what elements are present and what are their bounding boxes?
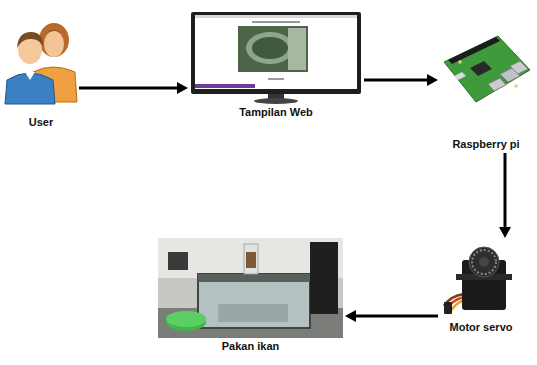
arrow-head [345,310,356,322]
picture-spacer [481,240,482,321]
flow-arrow [499,153,511,238]
arrow-line [79,87,179,90]
node-label: Raspberry pi [452,138,519,151]
web-monitor [190,10,362,105]
node-label: User [29,116,53,129]
picture-node: Pakan ikan [158,238,343,353]
arrow-line [364,79,429,82]
picture-node: Tampilan Web [190,10,362,119]
picture-spacer [250,238,251,340]
picture-node: Raspberry pi [440,28,532,151]
picture-spacer [276,10,277,106]
arrow-head [427,74,438,86]
arrow-head [499,227,511,238]
node-label: Motor servo [450,321,513,334]
user-icon [5,10,77,105]
picture-node: Motor servo [440,240,522,334]
servo-motor [440,240,522,320]
node-label: Pakan ikan [222,340,279,353]
flow-arrow [345,310,438,322]
arrow-line [504,153,507,229]
picture-node: User [5,10,77,129]
arrow-line [354,315,438,318]
flow-arrow [79,82,188,94]
picture-spacer [486,28,487,138]
flow-arrow [364,74,438,86]
node-label: Tampilan Web [239,106,313,119]
arrow-head [177,82,188,94]
raspberry-pi-board [440,28,532,113]
picture-spacer [41,10,42,116]
fish-feeder-photo [158,238,343,338]
